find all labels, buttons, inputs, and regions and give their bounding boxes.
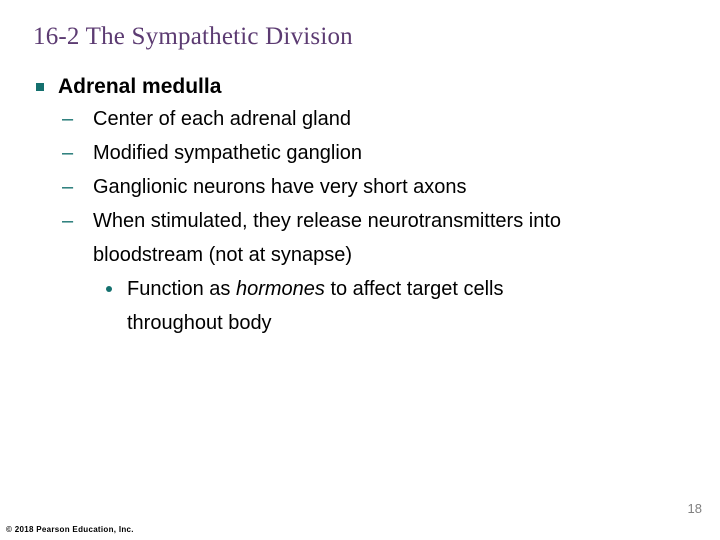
- dot-bullet-icon: [106, 286, 112, 292]
- bullet-level2-3: – Ganglionic neurons have very short axo…: [0, 170, 720, 204]
- bullet-level1: Adrenal medulla: [0, 72, 720, 102]
- bullet-level2-1: – Center of each adrenal gland: [0, 102, 720, 136]
- dash-bullet-icon: –: [62, 142, 74, 164]
- bullet-level2-2: – Modified sympathetic ganglion: [0, 136, 720, 170]
- bullet-level2-label: Modified sympathetic ganglion: [93, 142, 363, 164]
- copyright-notice: © 2018 Pearson Education, Inc.: [6, 525, 134, 534]
- bullet-level2-label: Ganglionic neurons have very short axons: [93, 176, 467, 198]
- square-bullet-icon: [36, 83, 44, 91]
- slide-body: Adrenal medulla – Center of each adrenal…: [0, 72, 720, 340]
- dash-bullet-icon: –: [62, 210, 74, 232]
- dash-bullet-icon: –: [62, 108, 74, 130]
- bullet-level2-4: – When stimulated, they release neurotra…: [0, 204, 720, 272]
- bullet-level3-italic-term: hormones: [235, 278, 325, 300]
- bullet-level2-label: Center of each adrenal gland: [93, 108, 351, 130]
- bullet-level3-text-before: Function as: [127, 278, 236, 300]
- bullet-level3-1: Function as hormones to affect target ce…: [0, 272, 720, 340]
- bullet-level3-label: Function as hormones to affect target ce…: [127, 272, 597, 340]
- page-number: 18: [687, 501, 702, 516]
- bullet-level1-label: Adrenal medulla: [58, 75, 222, 98]
- bullet-level3-text-after: to affect target cells throughout body: [127, 278, 504, 334]
- bullet-level2-label: When stimulated, they release neurotrans…: [93, 210, 561, 266]
- dash-bullet-icon: –: [62, 176, 74, 198]
- page-title: 16-2 The Sympathetic Division: [33, 23, 353, 50]
